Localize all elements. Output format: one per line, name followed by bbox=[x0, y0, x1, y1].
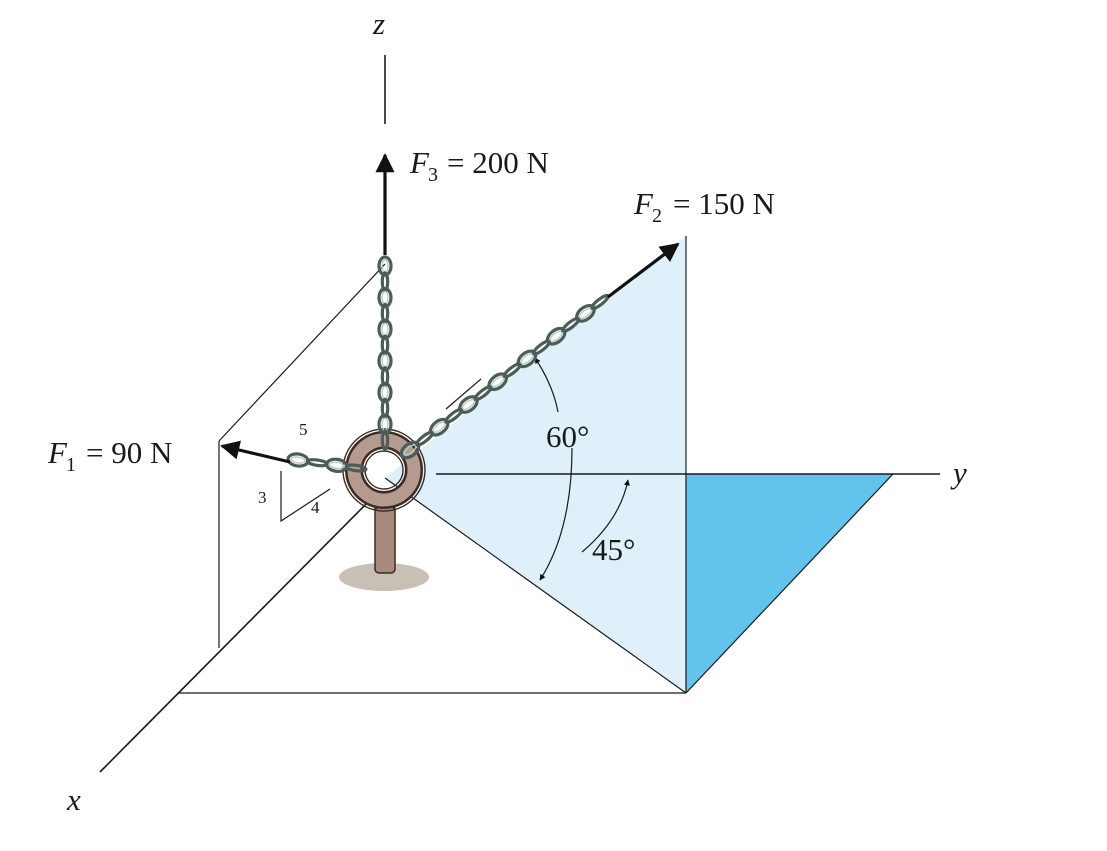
chain-f3 bbox=[377, 255, 393, 451]
chain-link bbox=[344, 463, 368, 473]
chain-link bbox=[305, 458, 329, 468]
f1-subscript: 1 bbox=[66, 454, 76, 476]
f2-value: = 150 N bbox=[673, 186, 775, 221]
chain-link-highlight bbox=[329, 461, 345, 470]
f1-value: = 90 N bbox=[86, 435, 172, 470]
f1-symbol: F bbox=[47, 435, 68, 470]
chain-link-highlight bbox=[381, 354, 389, 368]
x-axis-label: x bbox=[66, 782, 81, 817]
chain-f1 bbox=[286, 452, 368, 473]
f3-value: = 200 N bbox=[447, 145, 549, 180]
f3-symbol: F bbox=[409, 145, 430, 180]
chain-link bbox=[380, 302, 390, 325]
chain-link-highlight bbox=[381, 385, 389, 400]
angle-60-arc-top bbox=[534, 357, 559, 413]
construction-lines bbox=[178, 236, 894, 694]
vertical-plane bbox=[385, 236, 686, 693]
slope-triangle bbox=[280, 471, 331, 523]
chain-link bbox=[380, 334, 390, 356]
angle-45-label: 45° bbox=[592, 532, 635, 567]
chain-link-highlight bbox=[381, 290, 389, 305]
chain-link bbox=[380, 271, 390, 293]
chain-link-highlight bbox=[381, 322, 389, 336]
chain-f2 bbox=[399, 293, 610, 460]
chain-link bbox=[377, 350, 393, 372]
slope-5-label: 5 bbox=[299, 420, 308, 439]
axes bbox=[99, 55, 940, 773]
chain-link bbox=[380, 366, 390, 388]
chain-link bbox=[377, 413, 393, 435]
eyebolt-shank bbox=[374, 504, 396, 574]
x-axis bbox=[99, 491, 379, 773]
angle-60-label: 60° bbox=[546, 419, 589, 454]
chain-link bbox=[377, 287, 393, 309]
chain-link-highlight bbox=[290, 456, 306, 464]
chain-link bbox=[377, 255, 393, 277]
y-axis-label: y bbox=[950, 455, 967, 490]
f2-subscript: 2 bbox=[652, 205, 662, 227]
chain-link bbox=[380, 397, 390, 419]
f2-arrow bbox=[607, 242, 680, 299]
f2-symbol: F bbox=[633, 186, 654, 221]
chain-link bbox=[377, 381, 393, 404]
f3-subscript: 3 bbox=[428, 164, 438, 186]
slope-3-label: 3 bbox=[258, 488, 267, 507]
chain-link bbox=[377, 318, 393, 340]
chain-link bbox=[380, 429, 390, 451]
f1-arrow bbox=[220, 440, 291, 464]
angle-60-arc bbox=[539, 447, 573, 581]
z-axis-label: z bbox=[372, 6, 385, 41]
eyebolt-shadow bbox=[339, 563, 429, 591]
angle-45-arc bbox=[581, 479, 630, 553]
slope-4-label: 4 bbox=[311, 498, 320, 517]
